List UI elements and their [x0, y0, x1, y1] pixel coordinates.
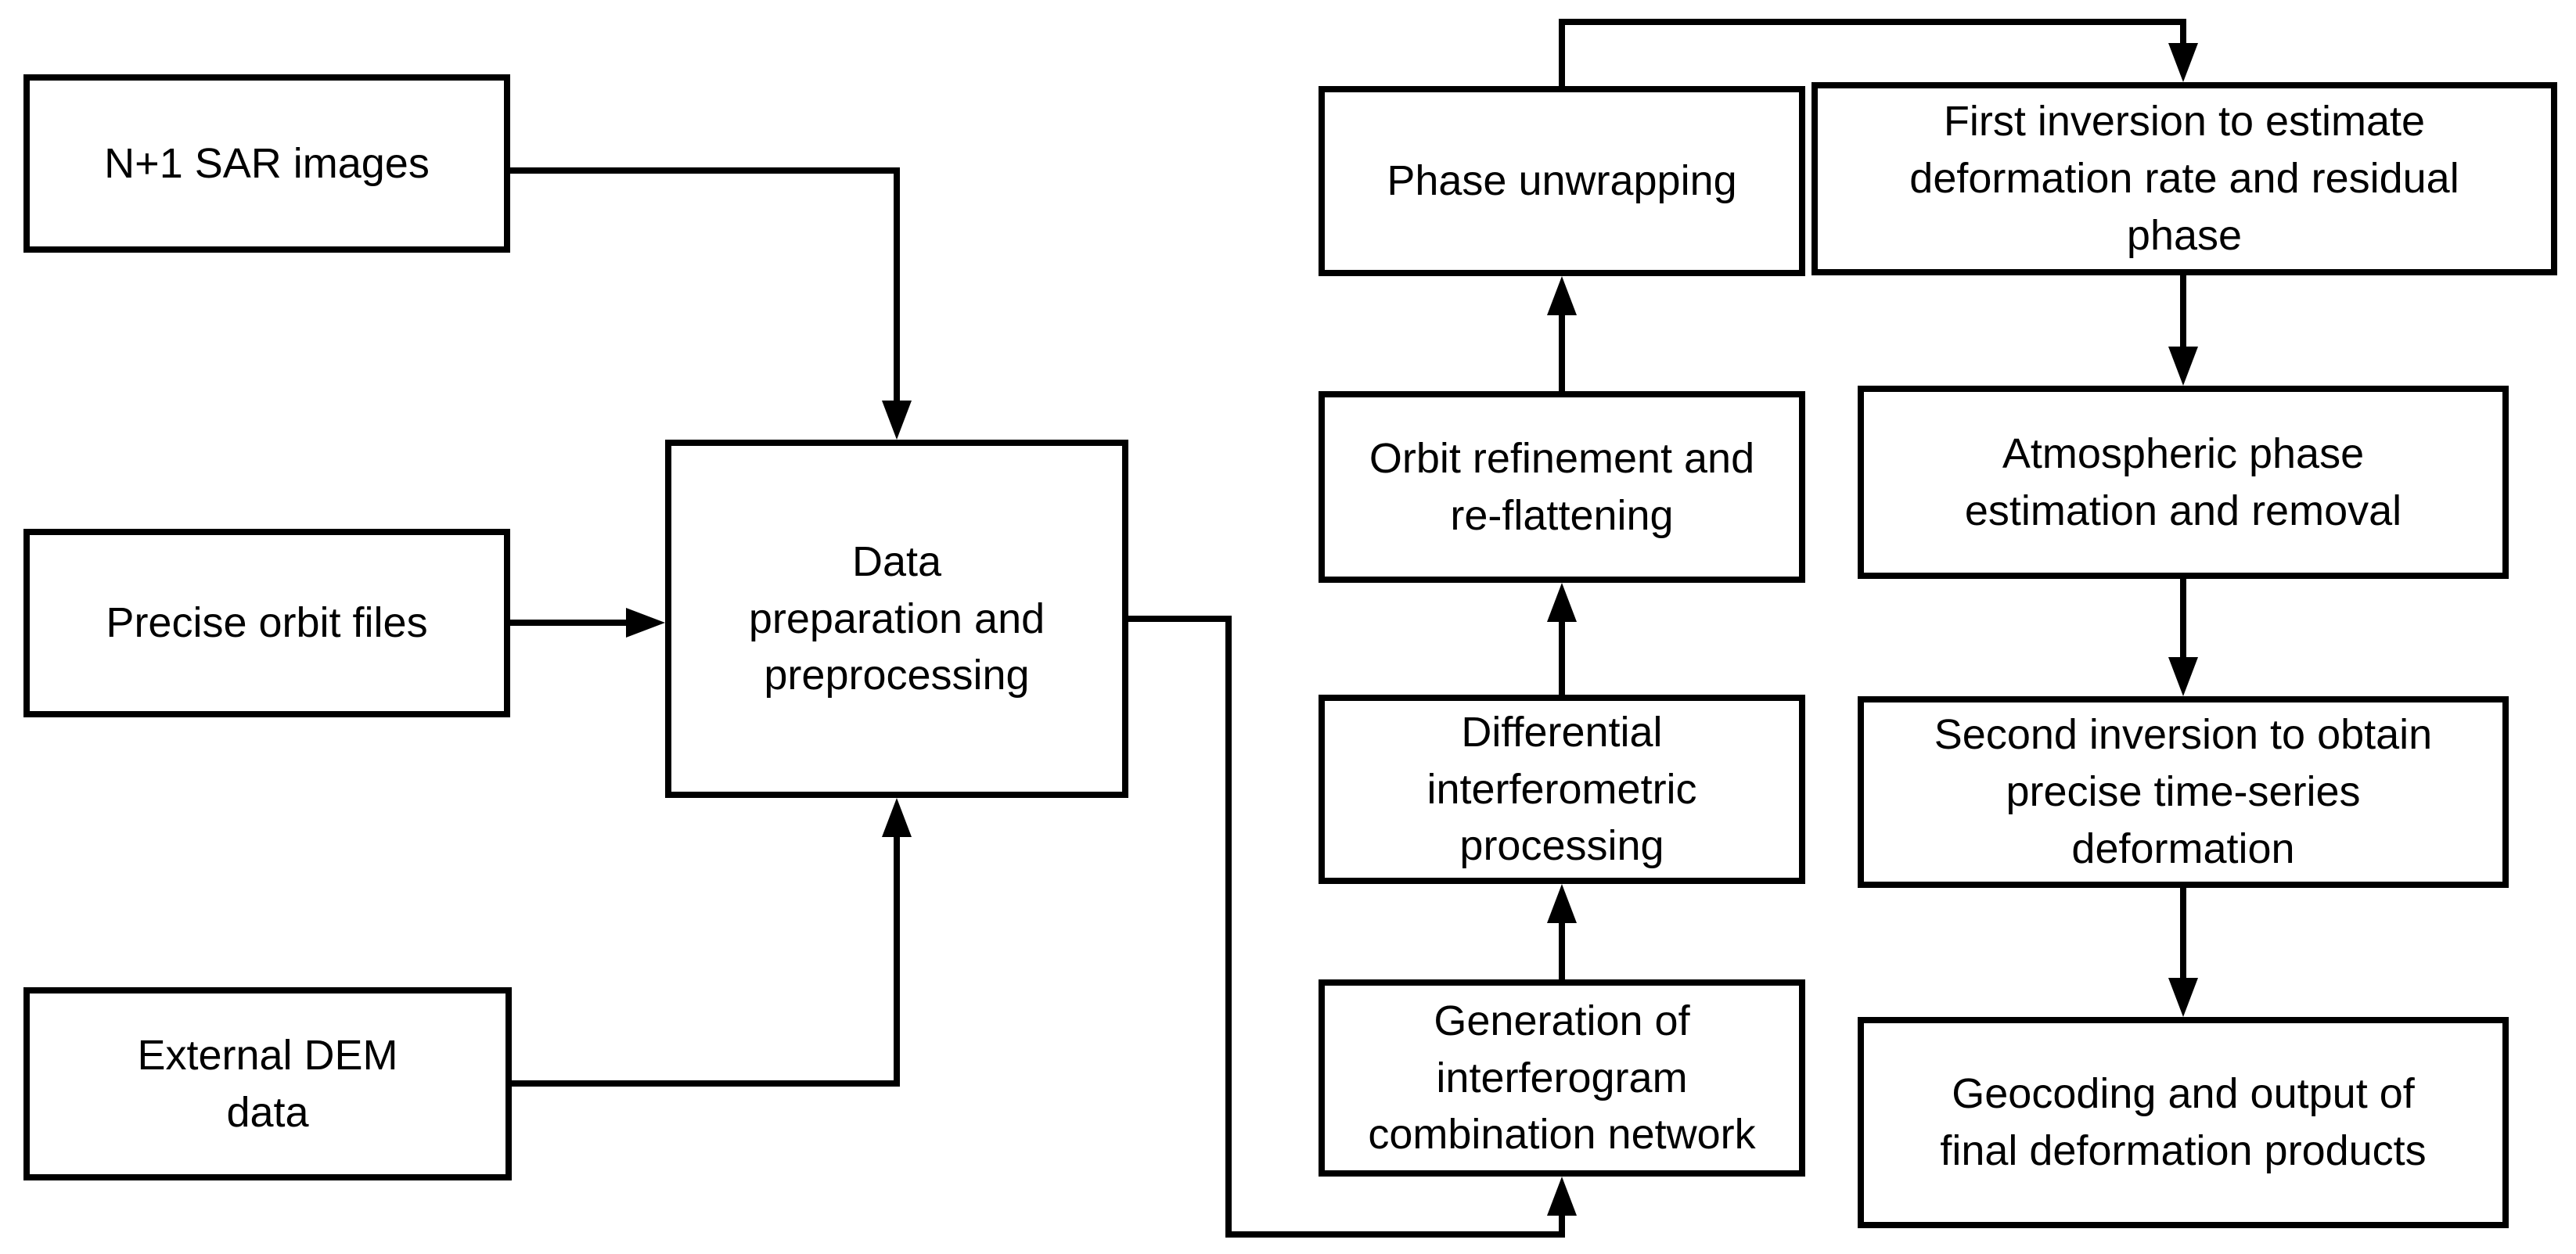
flow-node-dem-data-label: External DEM data	[137, 1031, 398, 1136]
connector-unwrapping-to-inversion-v2	[2180, 19, 2186, 46]
connector-orbit-to-prep	[510, 620, 628, 626]
connector-dem-to-prep-horizontal	[512, 1080, 900, 1087]
arrowhead-into-prep-top	[882, 401, 912, 440]
flow-node-second-inversion: Second inversion to obtain precise time-…	[1858, 696, 2509, 888]
connector-unwrapping-to-inversion-v1	[1559, 19, 1565, 89]
connector-prep-to-network-h1	[1128, 616, 1232, 622]
flow-node-differential-interferometric-label: Differential interferometric processing	[1427, 708, 1697, 870]
flow-node-interferogram-network: Generation of interferogram combination …	[1319, 979, 1805, 1177]
flow-node-data-preparation-label: Data preparation and preprocessing	[748, 537, 1045, 699]
arrowhead-into-geocoding-top	[2168, 978, 2198, 1017]
arrowhead-into-prep-bottom	[882, 798, 912, 837]
connector-sar-to-prep-vertical	[894, 167, 900, 402]
flow-node-phase-unwrapping-label: Phase unwrapping	[1387, 157, 1737, 205]
flow-node-geocoding-label: Geocoding and output of final deformatio…	[1940, 1070, 2427, 1174]
flow-node-orbit-refinement-label: Orbit refinement and re-flattening	[1369, 434, 1755, 539]
flow-node-first-inversion: First inversion to estimate deformation …	[1811, 82, 2557, 275]
connector-differential-to-refinement	[1559, 619, 1565, 698]
connector-prep-to-network-v2	[1559, 1213, 1565, 1238]
flow-node-dem-data: External DEM data	[23, 987, 512, 1180]
flow-node-atmospheric-phase: Atmospheric phase estimation and removal	[1858, 386, 2509, 579]
connector-refinement-to-unwrapping	[1559, 312, 1565, 394]
flow-node-second-inversion-label: Second inversion to obtain precise time-…	[1934, 711, 2433, 872]
flow-node-first-inversion-label: First inversion to estimate deformation …	[1909, 98, 2459, 259]
flow-node-data-preparation: Data preparation and preprocessing	[665, 440, 1128, 798]
connector-atmospheric-to-second	[2180, 576, 2186, 660]
arrowhead-into-differential-bottom	[1547, 884, 1577, 923]
connector-network-to-differential	[1559, 920, 1565, 983]
flow-node-differential-interferometric: Differential interferometric processing	[1319, 695, 1805, 884]
flow-node-orbit-files: Precise orbit files	[23, 529, 510, 717]
arrowhead-into-unwrapping-bottom	[1547, 276, 1577, 315]
arrowhead-into-refinement-bottom	[1547, 583, 1577, 622]
arrowhead-into-prep-left	[626, 608, 665, 638]
flow-node-interferogram-network-label: Generation of interferogram combination …	[1368, 997, 1756, 1159]
flow-node-orbit-refinement: Orbit refinement and re-flattening	[1319, 391, 1805, 583]
connector-sar-to-prep-horizontal	[509, 167, 900, 174]
connector-dem-to-prep-vertical	[894, 834, 900, 1087]
connector-inversion-to-atmospheric	[2180, 272, 2186, 350]
connector-prep-to-network-h2	[1225, 1231, 1565, 1238]
arrowhead-into-atmospheric-top	[2168, 347, 2198, 386]
flow-node-orbit-files-label: Precise orbit files	[106, 599, 428, 647]
connector-prep-to-network-v1	[1225, 616, 1232, 1238]
arrowhead-into-second-inversion-top	[2168, 657, 2198, 696]
flow-node-atmospheric-phase-label: Atmospheric phase estimation and removal	[1964, 429, 2402, 534]
connector-second-to-geocoding	[2180, 885, 2186, 981]
flow-node-sar-images-label: N+1 SAR images	[104, 139, 430, 187]
connector-unwrapping-to-inversion-h	[1559, 19, 2186, 25]
flow-node-sar-images: N+1 SAR images	[23, 74, 510, 253]
flow-node-geocoding: Geocoding and output of final deformatio…	[1858, 1017, 2509, 1228]
arrowhead-into-network-bottom	[1547, 1177, 1577, 1216]
arrowhead-into-first-inversion-top	[2168, 43, 2198, 82]
flow-node-phase-unwrapping: Phase unwrapping	[1319, 86, 1805, 276]
